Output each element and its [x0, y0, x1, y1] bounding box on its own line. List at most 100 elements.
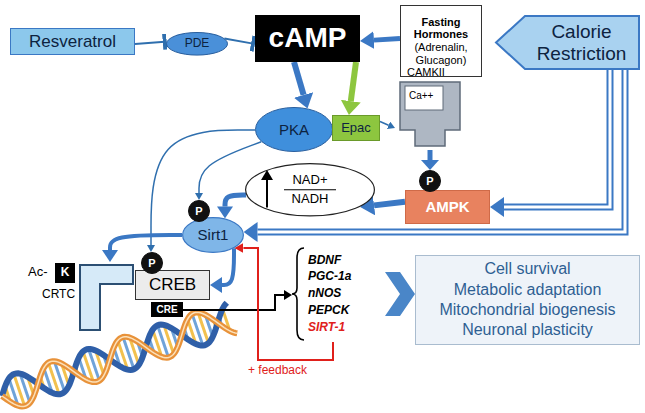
phospho-circle: P — [141, 252, 163, 274]
connector — [374, 202, 405, 206]
camkii-symbol: CAMKII Ca++ — [395, 66, 465, 150]
outcome-box: Cell survivalMetabolic adaptationMitocho… — [415, 255, 640, 345]
gene-name: nNOS — [308, 287, 341, 301]
node-text: Epac — [341, 121, 371, 136]
node-text: P — [195, 205, 202, 218]
brace — [292, 248, 304, 340]
node-text: CRE — [156, 304, 177, 316]
node-text: P — [426, 175, 433, 188]
ellipse-outline — [246, 164, 375, 216]
calcium-pocket — [405, 86, 443, 110]
node-text: PDE — [185, 37, 210, 51]
kinase-body — [400, 82, 460, 146]
node-text: NADH — [292, 192, 329, 207]
node-text: Mitochondrial biogenesis — [439, 301, 615, 319]
node-text: Ca++ — [409, 90, 433, 102]
node-text: AMPK — [425, 198, 469, 215]
gene-name: BDNF — [308, 254, 341, 268]
connector-line — [222, 248, 234, 285]
node-text: Fasting Hormones — [405, 16, 477, 41]
connector — [294, 62, 304, 95]
connector-line — [224, 39, 253, 44]
node-text: K — [61, 266, 70, 280]
phospho-circle: P — [188, 200, 210, 222]
ellipse-outline — [183, 218, 244, 253]
compound-box: Resveratrol — [10, 28, 135, 55]
node-text: (Adrenalin, Glucagon) — [405, 41, 477, 66]
connector — [385, 272, 415, 316]
kinase-ellipse: PKA — [255, 107, 333, 152]
connector-line — [225, 195, 246, 206]
node-text: CREB — [149, 275, 196, 295]
dna-strands — [2, 303, 237, 407]
restriction-arrow: Calorie Restriction — [495, 15, 640, 70]
ellipse-outline — [167, 33, 228, 56]
ellipse-outline — [420, 171, 441, 192]
creb-box: CREB — [135, 270, 210, 300]
node-text: Calorie Restriction — [527, 21, 636, 65]
connector-line — [380, 122, 389, 126]
connector — [225, 195, 246, 206]
connector — [504, 70, 610, 207]
sirt1-ellipse: Sirt1 — [182, 217, 244, 253]
gene-name: SIRT-1 — [308, 321, 345, 335]
ellipse-outline — [256, 108, 333, 152]
connector — [351, 62, 356, 101]
chevron-arrow — [385, 272, 415, 316]
node-outline — [395, 66, 465, 150]
node-text: Neuronal plasticity — [462, 321, 593, 339]
connector-line — [351, 62, 356, 101]
connector-line — [374, 39, 400, 41]
dna-highlight — [2, 312, 237, 406]
connector — [222, 248, 234, 285]
increase-arrowhead — [261, 170, 273, 180]
node-text: CRTC — [42, 288, 75, 302]
node-text: P — [148, 257, 155, 270]
increase-arrow — [266, 179, 268, 208]
connector — [430, 150, 431, 160]
connector — [135, 42, 165, 44]
node-text: Resveratrol — [29, 32, 116, 52]
phospho-circle: P — [419, 170, 441, 192]
epac-box: Epac — [332, 115, 380, 141]
node-text: NAD+ — [292, 173, 327, 188]
edge-label: + feedback — [246, 364, 309, 378]
connector — [374, 39, 400, 41]
connector-inner-line — [504, 70, 610, 207]
fraction-bar — [284, 189, 336, 190]
node-outline — [245, 163, 375, 217]
node-text: Cell survival — [484, 260, 570, 278]
node-text: PKA — [279, 121, 309, 138]
connector — [380, 122, 389, 126]
ellipse-outline — [189, 201, 210, 222]
dna-strand — [2, 312, 237, 406]
connector-line — [374, 202, 405, 206]
arrow-outline — [496, 16, 639, 69]
gene-name: PGC-1a — [308, 270, 351, 284]
messenger-box: cAMP — [255, 15, 360, 62]
connector — [224, 39, 253, 44]
ratio-ellipse: NAD+ NADH — [245, 163, 375, 217]
node-text: Sirt1 — [198, 226, 229, 243]
enzyme-ellipse: PDE — [166, 32, 228, 56]
node-text: Metabolic adaptation — [454, 281, 602, 299]
ellipse-outline — [142, 253, 163, 274]
cre-box: CRE — [151, 302, 182, 317]
node-text: cAMP — [269, 22, 347, 54]
dna-base-pairs — [5, 309, 230, 406]
lysine-box: K — [55, 263, 75, 283]
ampk-box: AMPK — [405, 190, 490, 224]
acetyl-label: Ac- — [28, 265, 48, 280]
gene-name: PEPCK — [308, 304, 349, 318]
connector-line — [428, 150, 433, 160]
connector — [110, 235, 182, 250]
connector-line — [504, 70, 610, 207]
connector-line — [294, 62, 304, 95]
crtc-shape: CRTC — [40, 262, 135, 332]
crtc-outline — [80, 265, 133, 330]
connector-line — [135, 42, 165, 44]
connector-line — [110, 235, 182, 250]
gene-list: BDNF PGC-1a nNOS PEPCK SIRT-1 — [292, 246, 374, 342]
node-text: CAMKII — [407, 66, 445, 79]
